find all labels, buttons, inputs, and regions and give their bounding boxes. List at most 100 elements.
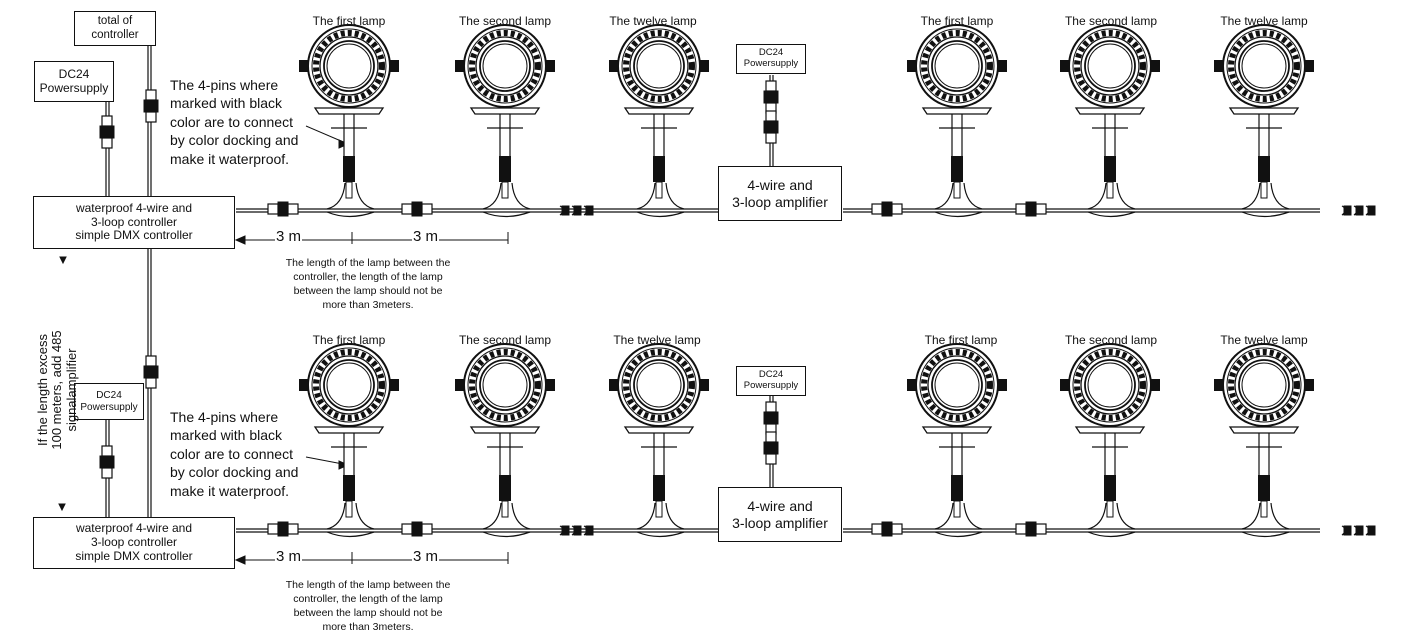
cable-tee-junction	[636, 502, 685, 530]
cable-continuation-icon	[559, 205, 594, 216]
waterproof-connector-icon	[267, 201, 299, 217]
pointer-arrow-icon	[59, 256, 67, 265]
power-supply-line1: DC24	[96, 390, 122, 401]
amplifier-line1: 4-wire and	[747, 177, 813, 194]
lamp-label-first: The first lamp	[920, 14, 994, 28]
cable-continuation-icon	[559, 525, 594, 536]
controller-total-line1: total of	[97, 15, 133, 28]
power-supply-line2: Powersupply	[39, 80, 109, 95]
length-note-line: controller, the length of the lamp	[293, 270, 443, 283]
power-supply-box-left-top: DC24 Powersupply	[34, 61, 114, 102]
waterproof-connector-icon	[1015, 521, 1047, 537]
pin-note-top: The 4-pins where marked with black color…	[170, 76, 298, 168]
side-note-line: If the length excess	[35, 334, 50, 447]
side-note-amplifier: If the length excess 100 meters, add 485…	[35, 320, 79, 460]
distance-label: 3 m	[412, 548, 440, 565]
distance-label: 3 m	[275, 548, 303, 565]
power-supply-box-mid-top: DC24 Powersupply	[736, 44, 806, 74]
lamp-label-first: The first lamp	[312, 14, 386, 28]
waterproof-connector-icon	[763, 80, 779, 114]
power-supply-box-left-bottom: DC24 Powersupply	[74, 383, 144, 420]
cable-continuation-icon	[1341, 205, 1376, 216]
cable-tee-junction	[1241, 502, 1290, 530]
cable-tee-junction	[1241, 182, 1290, 210]
lamp-label-second: The second lamp	[1064, 14, 1158, 28]
pin-note-bottom: The 4-pins where marked with black color…	[170, 408, 298, 500]
length-note-line: more than 3meters.	[322, 298, 414, 311]
controller-line1: waterproof 4-wire and	[75, 200, 193, 215]
length-note-top: The length of the lamp between the contr…	[243, 257, 493, 313]
pointer-arrow-icon	[234, 235, 246, 245]
power-supply-line1: DC24	[758, 47, 784, 59]
cable-tee-junction	[934, 182, 983, 210]
cable-tee-junction	[482, 502, 531, 530]
length-note-line: The length of the lamp between the	[285, 579, 451, 591]
round-floodlight-icon	[907, 344, 1007, 517]
cable-continuation-icon	[1341, 525, 1376, 536]
controller-line2: 3-loop controller	[90, 535, 178, 550]
power-supply-line2: Powersupply	[743, 58, 799, 69]
waterproof-connector-icon	[871, 201, 903, 217]
length-note-line: between the lamp should not be	[293, 284, 443, 297]
waterproof-connector-icon	[763, 401, 779, 435]
amplifier-box-bottom: 4-wire and 3-loop amplifier	[718, 487, 842, 542]
waterproof-connector-icon	[267, 521, 299, 537]
side-note-line: signalamplifier	[63, 348, 79, 432]
length-note-line: more than 3meters.	[322, 620, 414, 633]
lamp-label-second: The second lamp	[1064, 333, 1158, 347]
dmx-controller-box-top: waterproof 4-wire and 3-loop controller …	[33, 196, 235, 249]
round-floodlight-icon	[299, 344, 399, 517]
lamp-label-second: The second lamp	[458, 333, 552, 347]
waterproof-connector-icon	[401, 521, 433, 537]
pin-note-line: color are to connect	[170, 445, 293, 462]
pin-note-line: make it waterproof.	[170, 150, 290, 167]
waterproof-connector-icon	[401, 201, 433, 217]
lamp-label-second: The second lamp	[458, 14, 552, 28]
length-note-line: The length of the lamp between the	[285, 257, 451, 269]
pin-note-line: The 4-pins where	[170, 409, 279, 425]
length-note-line: between the lamp should not be	[293, 606, 443, 619]
round-floodlight-icon	[609, 25, 709, 198]
cable-tee-junction	[326, 182, 375, 210]
cable-tee-junction	[1087, 502, 1136, 530]
cable-tee-junction	[636, 182, 685, 210]
waterproof-connector-icon	[763, 110, 779, 144]
round-floodlight-icon	[455, 25, 555, 198]
cable-tee-junction	[326, 502, 375, 530]
lamp-label-first: The first lamp	[924, 333, 998, 347]
dmx-controller-box-bottom: waterproof 4-wire and 3-loop controller …	[33, 517, 235, 569]
lamp-label-twelve: The twelve lamp	[1220, 333, 1308, 347]
pin-note-line: The 4-pins where	[170, 77, 279, 93]
amplifier-line2: 3-loop amplifier	[732, 514, 828, 531]
length-note-bottom: The length of the lamp between the contr…	[243, 579, 493, 635]
controller-line3: simple DMX controller	[75, 548, 193, 563]
pin-note-line: make it waterproof.	[170, 482, 290, 499]
controller-line2: 3-loop controller	[90, 214, 178, 229]
lamp-label-first: The first lamp	[312, 333, 386, 347]
pin-note-line: by color docking and	[170, 464, 299, 481]
distance-label: 3 m	[412, 228, 440, 245]
pin-note-line: marked with black	[170, 427, 283, 444]
pin-note-line: marked with black	[170, 95, 283, 112]
round-floodlight-icon	[907, 25, 1007, 198]
waterproof-connector-icon	[763, 431, 779, 465]
distance-label: 3 m	[275, 228, 303, 245]
waterproof-connector-icon	[143, 89, 159, 123]
power-supply-line2: Powersupply	[743, 380, 799, 391]
lamp-label-twelve: The twelve lamp	[1220, 14, 1308, 28]
pin-note-line: by color docking and	[170, 132, 299, 149]
power-supply-line1: DC24	[758, 369, 784, 381]
round-floodlight-icon	[299, 25, 399, 198]
cable-tee-junction	[1087, 182, 1136, 210]
round-floodlight-icon	[1214, 25, 1314, 198]
pointer-arrow-icon	[58, 503, 66, 512]
cable-tee-junction	[482, 182, 531, 210]
controller-total-box: total of controller	[74, 11, 156, 46]
pin-note-line: color are to connect	[170, 113, 293, 130]
lamp-label-twelve: The twelve lamp	[609, 14, 697, 28]
waterproof-connector-icon	[143, 355, 159, 389]
waterproof-connector-icon	[871, 521, 903, 537]
power-supply-box-mid-bottom: DC24 Powersupply	[736, 366, 806, 396]
